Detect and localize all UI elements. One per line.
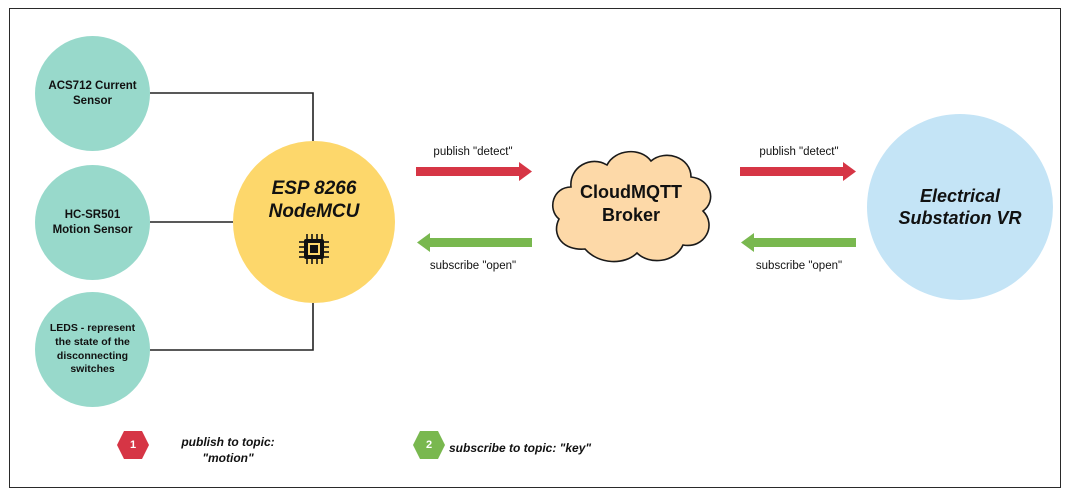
- legend-badge-1-number: 1: [129, 439, 137, 451]
- hexagon-red-icon: [117, 431, 149, 459]
- esp-title-line1: ESP 8266: [271, 178, 357, 200]
- sensor-current: ACS712 Current Sensor: [35, 36, 150, 151]
- chip-icon: [299, 233, 329, 264]
- sensor-motion-label: HC-SR501 Motion Sensor: [52, 208, 133, 236]
- legend-badge-1: 1: [116, 430, 150, 460]
- sensor-leds-label: LEDS - represent the state of the discon…: [49, 322, 136, 376]
- right-subscribe-label: subscribe "open": [755, 260, 843, 272]
- wire-leds: [150, 303, 314, 351]
- sensor-leds: LEDS - represent the state of the discon…: [35, 292, 150, 407]
- legend-text-1-line2: "motion": [202, 451, 254, 466]
- legend-text-1-line1: publish to topic:: [181, 435, 275, 449]
- vr-line1: Electrical: [919, 185, 1001, 206]
- vr-line2: Substation VR: [898, 208, 1022, 228]
- right-publish-label: publish "detect": [759, 146, 839, 158]
- sensor-current-label: ACS712 Current Sensor: [48, 79, 137, 107]
- wire-current-sensor: [150, 92, 314, 141]
- hexagon-green-icon: [413, 431, 445, 459]
- broker-line2: Broker: [601, 204, 661, 225]
- left-publish-label: publish "detect": [433, 146, 513, 158]
- broker-line1: CloudMQTT: [580, 182, 682, 202]
- vr-node: Electrical Substation VR: [867, 114, 1053, 300]
- right-subscribe-arrow: [741, 233, 856, 252]
- cloud-shape: [551, 150, 712, 263]
- legend-badge-2-number: 2: [425, 439, 433, 451]
- sensor-motion: HC-SR501 Motion Sensor: [35, 165, 150, 280]
- left-publish-arrow: [416, 162, 532, 181]
- esp-node: ESP 8266 NodeMCU: [233, 141, 395, 303]
- right-publish-arrow: [740, 162, 856, 181]
- left-subscribe-arrow: [417, 233, 532, 252]
- legend-badge-2: 2: [412, 430, 446, 460]
- broker-label: CloudMQTT Broker: [545, 181, 717, 226]
- broker-cloud: CloudMQTT Broker: [545, 145, 717, 270]
- legend-text-1: publish to topic: "motion": [168, 434, 288, 466]
- esp-title-line2: NodeMCU: [268, 201, 360, 222]
- left-subscribe-label: subscribe "open": [429, 260, 517, 272]
- legend-text-2: subscribe to topic: "key": [449, 441, 592, 455]
